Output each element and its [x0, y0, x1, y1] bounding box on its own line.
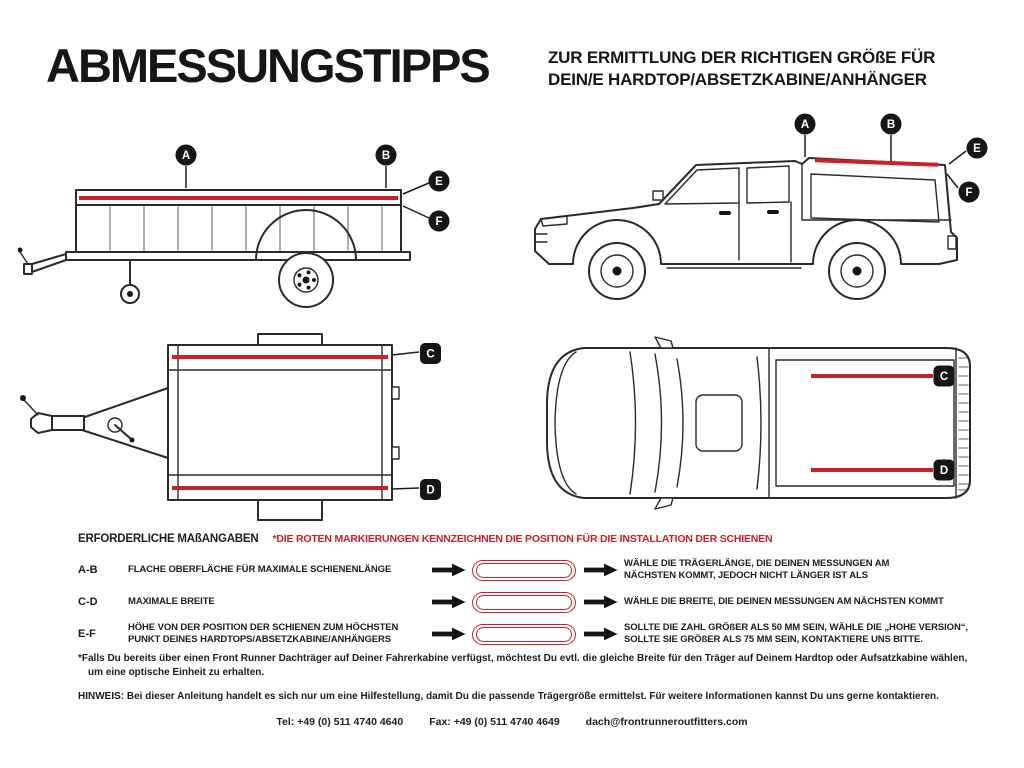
svg-text:E: E — [435, 176, 443, 188]
row-result: WÄHLE DIE TRÄGERLÄNGE, DIE DEINEN MESSUN… — [624, 558, 890, 582]
page-subtitle: ZUR ERMITTLUNG DER RICHTIGEN GRÖßE FÜR D… — [548, 47, 935, 91]
svg-text:B: B — [887, 119, 895, 131]
marker-b-icon: B — [375, 144, 397, 166]
rail-position-marking — [814, 158, 939, 167]
marker-leader-lines — [391, 351, 420, 490]
marker-a-icon: A — [794, 113, 816, 135]
trailer-side-view-diagram: A B E F — [18, 144, 450, 308]
measurement-row-cd: C-D MAXIMALE BREITE WÄHLE DIE BREITE, DI… — [78, 591, 1008, 613]
svg-text:F: F — [965, 187, 972, 199]
marker-f-icon: F — [428, 210, 450, 232]
marker-d-icon: D — [420, 479, 441, 500]
subtitle-line-2: DEIN/E HARDTOP/ABSETZKABINE/ANHÄNGER — [548, 69, 927, 89]
svg-text:C: C — [940, 371, 948, 383]
measurement-entry-field — [472, 623, 576, 645]
right-arrow-icon — [582, 563, 620, 577]
marker-c-icon: C — [933, 365, 955, 387]
svg-text:B: B — [382, 150, 390, 162]
measurements-heading: ERFORDERLICHE MAßANGABEN — [78, 533, 259, 545]
contact-email: dach@frontrunneroutfitters.com — [585, 716, 748, 728]
right-arrow-icon — [430, 627, 468, 641]
row-result: SOLLTE DIE ZAHL GRÖßER ALS 50 MM SEIN, W… — [624, 621, 968, 646]
row-label: FLACHE OBERFLÄCHE FÜR MAXIMALE SCHIENENL… — [128, 564, 392, 576]
asterisk-footnote: *Falls Du bereits über einen Front Runne… — [78, 653, 968, 679]
marker-e-icon: E — [966, 137, 988, 159]
red-markings-note: *DIE ROTEN MARKIERUNGEN KENNZEICHNEN DIE… — [272, 533, 773, 545]
required-measurements-section: ERFORDERLICHE MAßANGABEN *DIE ROTEN MARK… — [78, 533, 1008, 646]
measurements-header: ERFORDERLICHE MAßANGABEN *DIE ROTEN MARK… — [78, 533, 1008, 545]
right-arrow-icon — [582, 595, 620, 609]
row-key: A-B — [78, 564, 98, 577]
row-label: MAXIMALE BREITE — [128, 596, 215, 608]
page-title: ABMESSUNGSTIPPS — [46, 39, 491, 92]
contact-tel: Tel: +49 (0) 511 4740 4640 — [276, 716, 404, 728]
row-label: HÖHE VON DER POSITION DER SCHIENEN ZUM H… — [128, 621, 399, 646]
svg-text:D: D — [940, 465, 948, 477]
measurement-entry-field — [472, 559, 576, 581]
svg-text:E: E — [973, 143, 981, 155]
svg-text:A: A — [182, 150, 190, 162]
marker-leader-lines — [804, 135, 967, 189]
truck-top-drawing — [546, 336, 971, 510]
measurement-entry-field — [472, 591, 576, 613]
subtitle-line-1: ZUR ERMITTLUNG DER RICHTIGEN GRÖßE FÜR — [548, 48, 936, 67]
svg-text:C: C — [426, 349, 434, 361]
marker-e-icon: E — [428, 170, 450, 192]
marker-b-icon: B — [880, 113, 902, 135]
svg-text:A: A — [801, 119, 809, 131]
trailer-top-view-diagram: C D — [20, 333, 441, 521]
row-result: WÄHLE DIE BREITE, DIE DEINEN MESSUNGEN A… — [624, 596, 944, 608]
measurement-rows: A-B FLACHE OBERFLÄCHE FÜR MAXIMALE SCHIE… — [78, 558, 1008, 646]
truck-top-view-diagram: C D — [546, 336, 971, 510]
contact-fax: Fax: +49 (0) 511 4740 4649 — [429, 716, 560, 728]
svg-text:F: F — [435, 216, 442, 228]
marker-leader-lines — [185, 166, 430, 219]
right-arrow-icon — [430, 563, 468, 577]
hinweis-note: HINWEIS: Bei dieser Anleitung handelt es… — [78, 691, 939, 702]
marker-d-icon: D — [933, 459, 955, 481]
trailer-side-drawing — [18, 189, 411, 308]
contact-line: Tel: +49 (0) 511 4740 4640 Fax: +49 (0) … — [0, 716, 1024, 728]
measurement-row-ef: E-F HÖHE VON DER POSITION DER SCHIENEN Z… — [78, 622, 1008, 647]
right-arrow-icon — [582, 627, 620, 641]
marker-f-icon: F — [958, 181, 980, 203]
truck-side-view-diagram: A B E F — [534, 113, 988, 300]
right-arrow-icon — [430, 595, 468, 609]
row-key: E-F — [78, 628, 96, 641]
marker-a-icon: A — [175, 144, 197, 166]
measurement-row-ab: A-B FLACHE OBERFLÄCHE FÜR MAXIMALE SCHIE… — [78, 558, 1008, 583]
trailer-top-drawing — [20, 333, 400, 521]
truck-side-drawing — [534, 157, 958, 300]
marker-c-icon: C — [420, 343, 441, 364]
svg-text:D: D — [426, 485, 434, 497]
row-key: C-D — [78, 596, 98, 609]
